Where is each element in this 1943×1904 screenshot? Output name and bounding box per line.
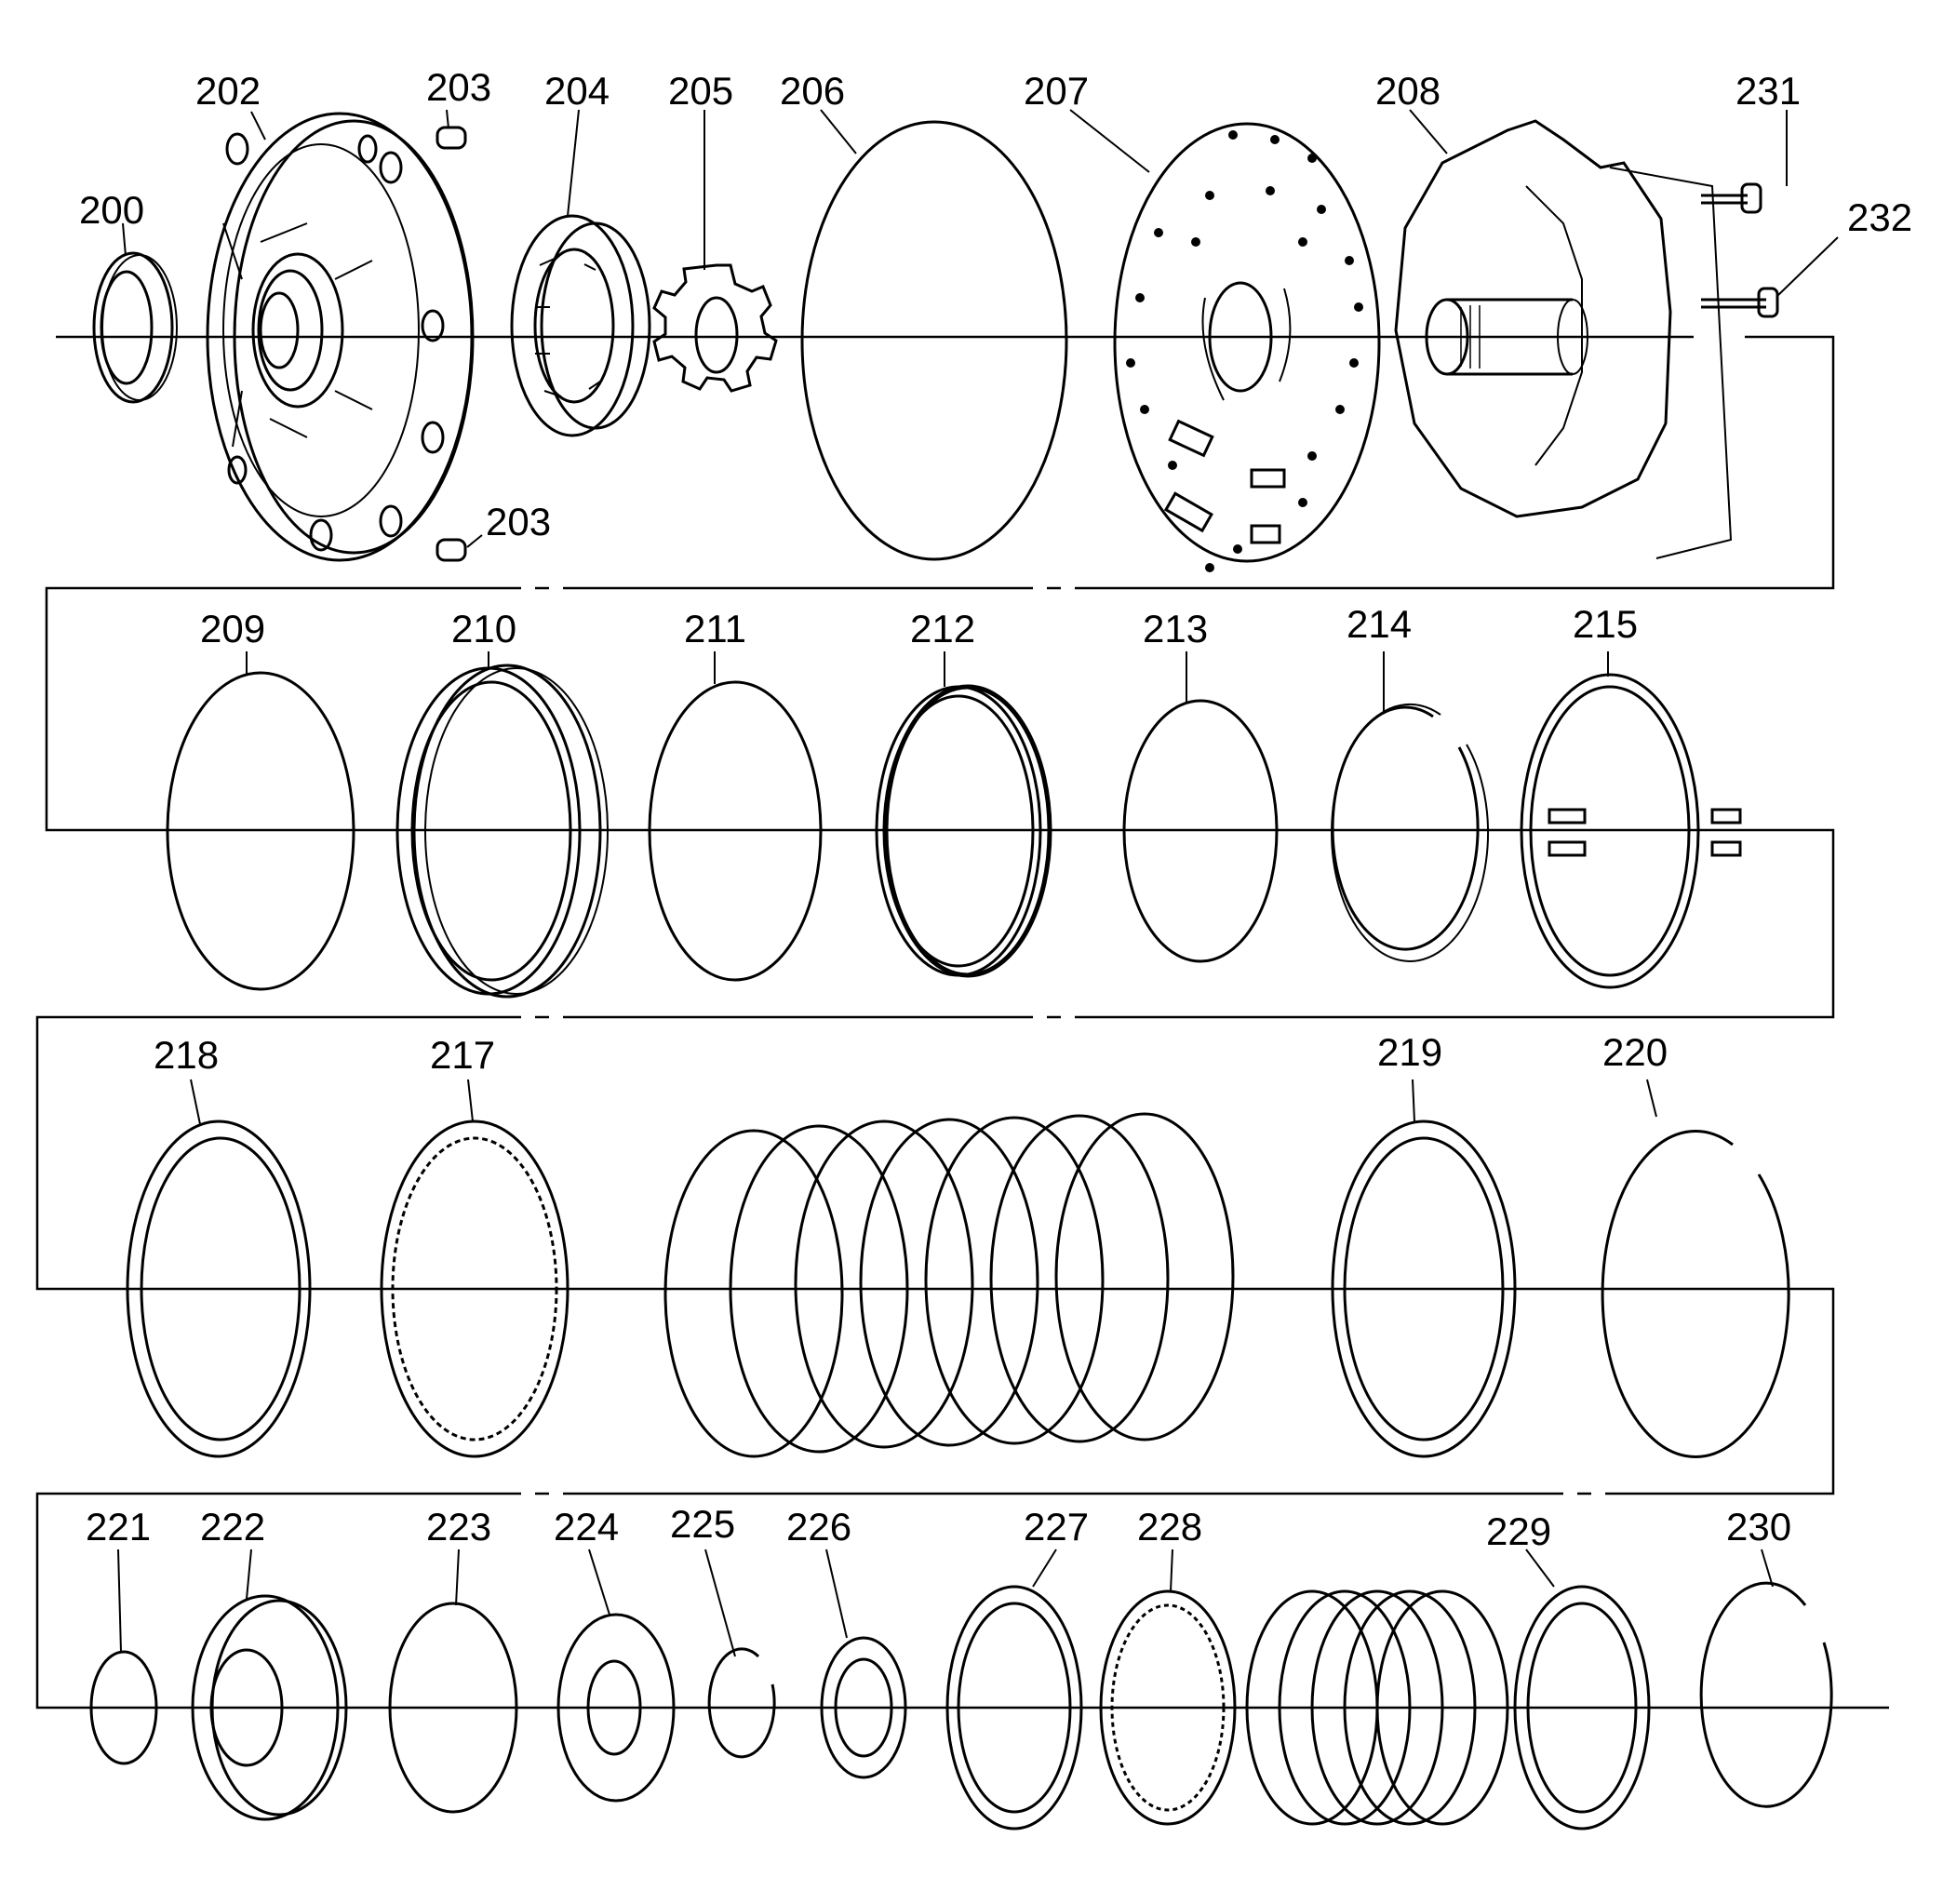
dash-breaks [521, 585, 1605, 1496]
callout-206: 206 [780, 69, 845, 113]
part-227-reaction-plate [945, 1585, 1083, 1830]
part-225-snap-ring [707, 1647, 776, 1759]
part-205-inner-gear [652, 263, 778, 393]
part-203-pin-top [436, 126, 467, 150]
part-210-piston [395, 664, 609, 999]
callout-203-bottom: 203 [486, 500, 551, 543]
callout-226: 226 [786, 1505, 851, 1549]
callout-212: 212 [910, 607, 975, 650]
callout-207: 207 [1024, 69, 1089, 113]
part-213-ring [1122, 699, 1279, 963]
callout-218: 218 [154, 1033, 219, 1077]
part-206-seal-ring [800, 120, 1068, 561]
callout-203-top: 203 [426, 65, 491, 109]
callout-228: 228 [1137, 1505, 1202, 1549]
callout-227: 227 [1024, 1505, 1089, 1549]
callout-223: 223 [426, 1505, 491, 1549]
part-203-pin-bottom [436, 538, 467, 562]
callout-221: 221 [86, 1505, 151, 1549]
part-220-snap-ring [1601, 1130, 1790, 1458]
part-224-spring-assembly [556, 1613, 676, 1803]
part-230-snap-ring [1699, 1581, 1833, 1808]
callout-224: 224 [554, 1505, 619, 1549]
part-229-backing-plate [1513, 1585, 1651, 1830]
callout-225: 225 [670, 1502, 735, 1546]
clutch-pack [663, 1112, 1235, 1458]
part-221-ring [89, 1650, 158, 1765]
part-209-ring [166, 671, 355, 991]
part-218-reaction-plate [126, 1120, 312, 1458]
part-207-pump-plate [1113, 122, 1381, 572]
callout-204: 204 [544, 69, 610, 113]
callout-232: 232 [1847, 195, 1912, 239]
callout-222: 222 [200, 1505, 265, 1549]
leader-lines [117, 109, 1839, 1657]
callout-200: 200 [79, 188, 144, 232]
callout-labels: 200 202 203 203 204 205 206 207 208 231 … [79, 65, 1912, 1553]
part-231-bolt [1701, 182, 1762, 214]
part-214-snap-ring [1331, 703, 1490, 962]
callout-205: 205 [668, 69, 733, 113]
part-215-spring-assembly [1520, 673, 1742, 989]
part-211-ring [648, 680, 823, 982]
callout-220: 220 [1602, 1030, 1668, 1074]
part-202-pump-body [206, 112, 475, 562]
callout-230: 230 [1726, 1505, 1791, 1549]
part-200-seal [92, 251, 178, 404]
part-219-reaction-plate [1331, 1120, 1517, 1458]
callout-229: 229 [1486, 1509, 1551, 1553]
part-217-clutch-plate [380, 1120, 570, 1458]
clutch-pack-2 [1245, 1589, 1509, 1826]
part-208-stator-support [1394, 119, 1733, 559]
part-223-ring [388, 1602, 518, 1814]
callout-219: 219 [1377, 1030, 1442, 1074]
callout-208: 208 [1375, 69, 1440, 113]
callout-202: 202 [195, 69, 261, 113]
callout-215: 215 [1573, 602, 1638, 646]
callout-209: 209 [200, 607, 265, 650]
callout-214: 214 [1347, 602, 1412, 646]
callout-211: 211 [684, 607, 746, 650]
part-204-outer-gear [510, 214, 651, 437]
part-222-piston [191, 1594, 348, 1821]
part-226-housing [820, 1636, 907, 1779]
assembly-centerlines [35, 335, 1889, 1710]
part-228-clutch-plate [1099, 1589, 1237, 1826]
callout-217: 217 [430, 1033, 495, 1077]
callout-231: 231 [1735, 69, 1801, 113]
part-232-bolt [1701, 287, 1779, 318]
part-212-seal [875, 684, 1052, 978]
callout-210: 210 [451, 607, 516, 650]
callout-213: 213 [1143, 607, 1208, 650]
